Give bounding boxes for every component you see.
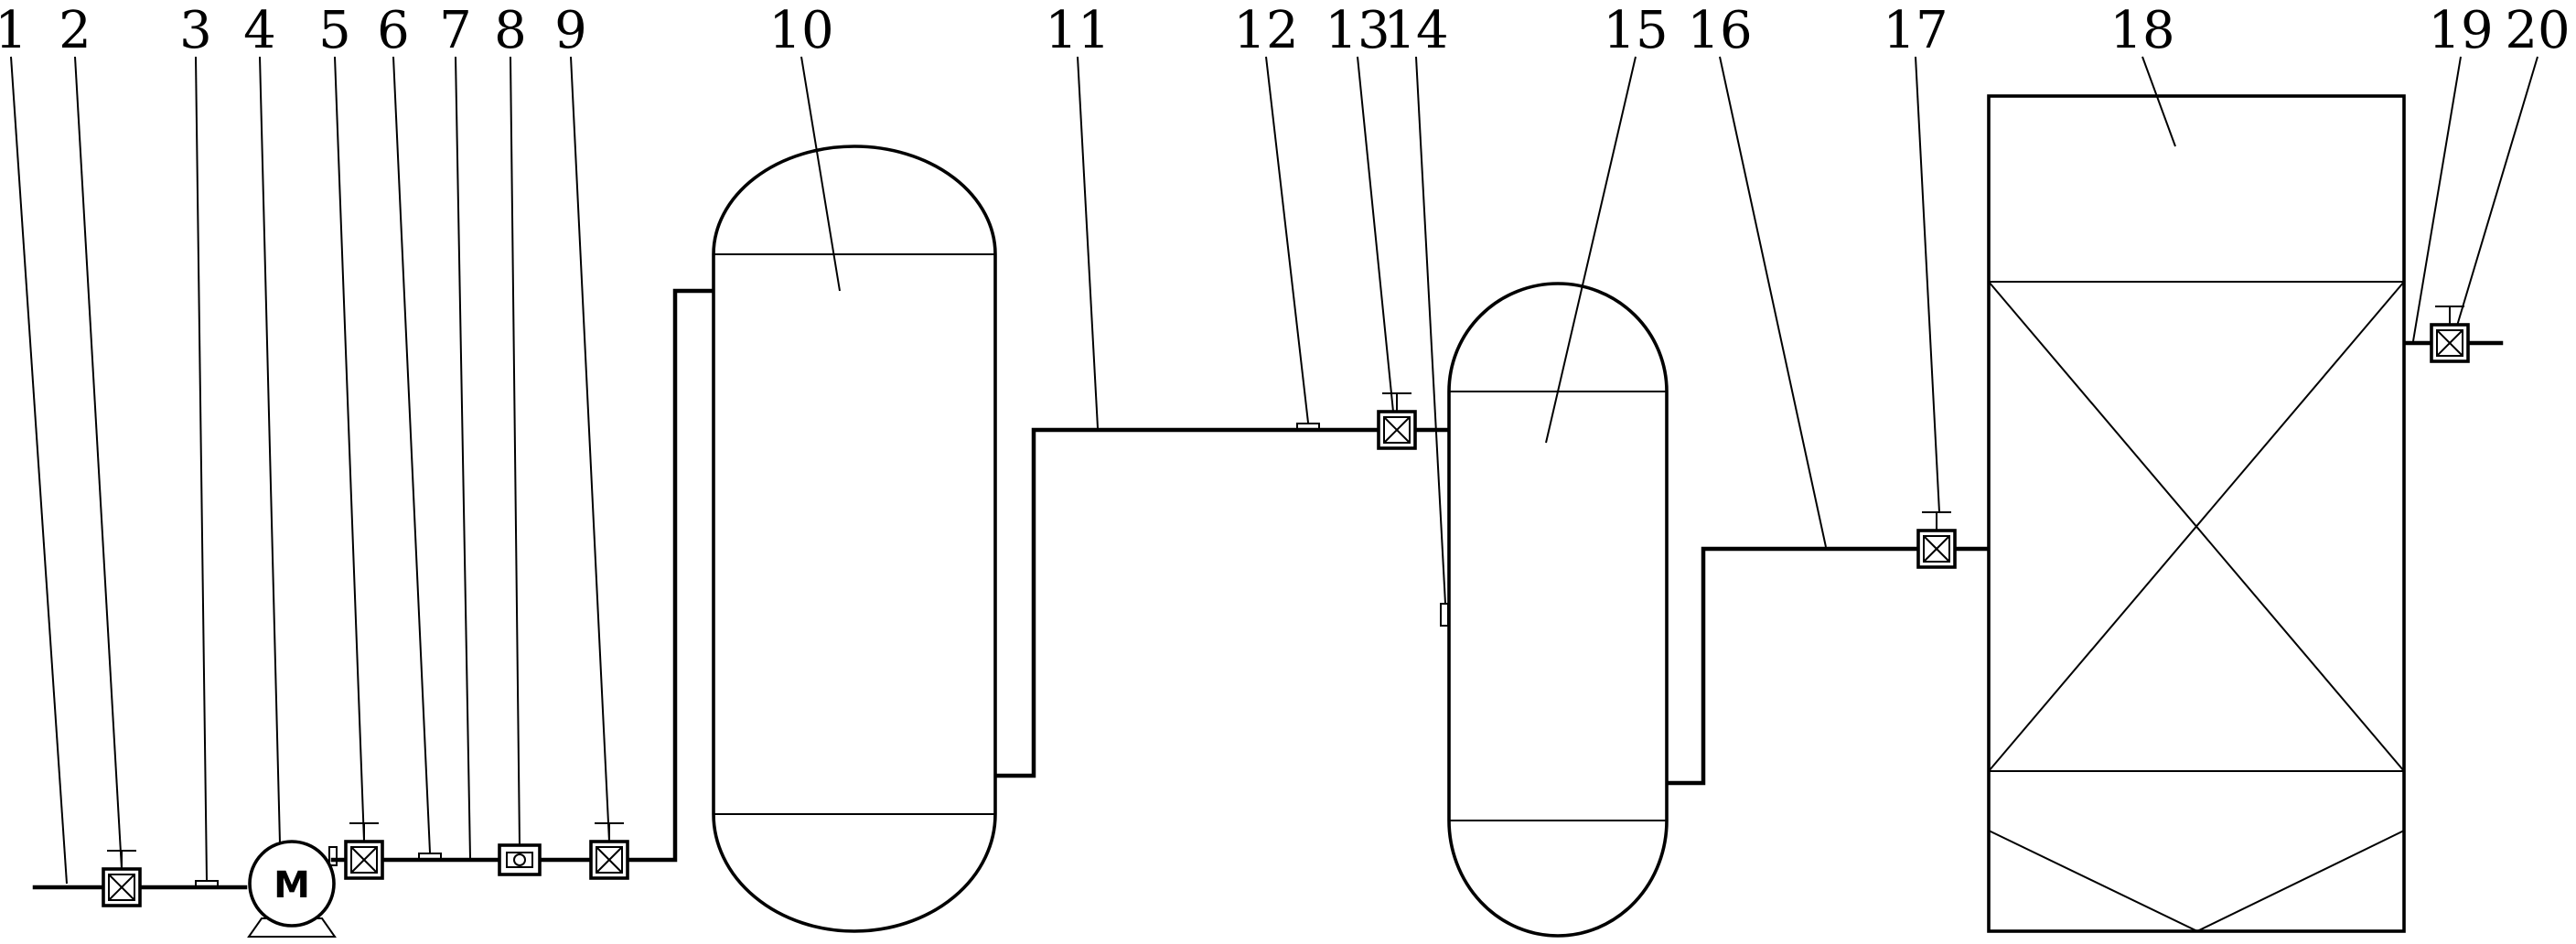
tower-18-bed-diagonal-2 (1988, 281, 2405, 772)
leader-19 (2412, 56, 2462, 342)
valve-20 (2430, 306, 2470, 363)
callout-18: 18 (2109, 1, 2174, 60)
motor-symbol: M (274, 864, 310, 906)
pump-casing (248, 840, 336, 928)
valve-13 (1377, 392, 1417, 450)
tank-10 (712, 145, 997, 933)
callout-2: 2 (59, 1, 91, 60)
pump: M (247, 840, 338, 938)
leader-15 (1545, 56, 1637, 444)
leader-20 (2456, 56, 2538, 327)
callout-14: 14 (1383, 1, 1448, 60)
valve-17 (1916, 511, 1957, 569)
flow-meter (498, 843, 542, 876)
callout-1: 1 (0, 1, 27, 60)
leader-14 (1415, 56, 1446, 605)
callout-19: 19 (2428, 1, 2493, 60)
tank-15 (1447, 282, 1669, 938)
callout-13: 13 (1325, 1, 1390, 60)
callout-20: 20 (2505, 1, 2570, 60)
fitting-12 (1296, 423, 1320, 431)
callout-10: 10 (768, 1, 833, 60)
leader-11 (1077, 56, 1099, 429)
leader-1 (10, 56, 68, 885)
transfer-pipe-11 (993, 427, 1454, 778)
leader-13 (1357, 56, 1394, 413)
pump-outlet-nozzle (328, 846, 338, 866)
callout-12: 12 (1233, 1, 1298, 60)
transfer-pipe-16 (1664, 546, 1991, 786)
fitting-3 (195, 880, 219, 888)
tower-18-bottom-cone (1988, 830, 2405, 933)
callout-15: 15 (1603, 1, 1668, 60)
callout-11: 11 (1045, 1, 1110, 60)
fitting-14 (1440, 603, 1449, 627)
leader-18 (2141, 56, 2176, 147)
pump-base (247, 917, 337, 938)
leader-4 (259, 56, 281, 844)
callout-16: 16 (1687, 1, 1752, 60)
leader-9 (570, 56, 610, 842)
callout-7: 7 (439, 1, 472, 60)
leader-7 (455, 56, 471, 859)
leader-5 (334, 56, 365, 842)
leader-2 (74, 56, 123, 870)
leader-10 (800, 56, 841, 292)
pump-discharge-pipe (330, 288, 718, 863)
callout-3: 3 (179, 1, 212, 60)
leader-lines (10, 56, 2538, 885)
callout-9: 9 (554, 1, 587, 60)
leader-16 (1719, 56, 1827, 548)
callout-6: 6 (377, 1, 410, 60)
tower-18 (1987, 94, 2406, 933)
tank-15-shell (1447, 282, 1669, 938)
leader-12 (1265, 56, 1309, 424)
valve-2 (102, 850, 142, 907)
tower-18-shell (1987, 94, 2406, 933)
leader-3 (195, 56, 208, 881)
leader-8 (510, 56, 521, 846)
leader-6 (392, 56, 431, 853)
callout-5: 5 (318, 1, 351, 60)
valves (102, 306, 2470, 907)
fitting-6 (418, 853, 442, 861)
callout-4: 4 (243, 1, 276, 60)
callout-8: 8 (494, 1, 527, 60)
leader-17 (1915, 56, 1940, 513)
callout-17: 17 (1883, 1, 1948, 60)
